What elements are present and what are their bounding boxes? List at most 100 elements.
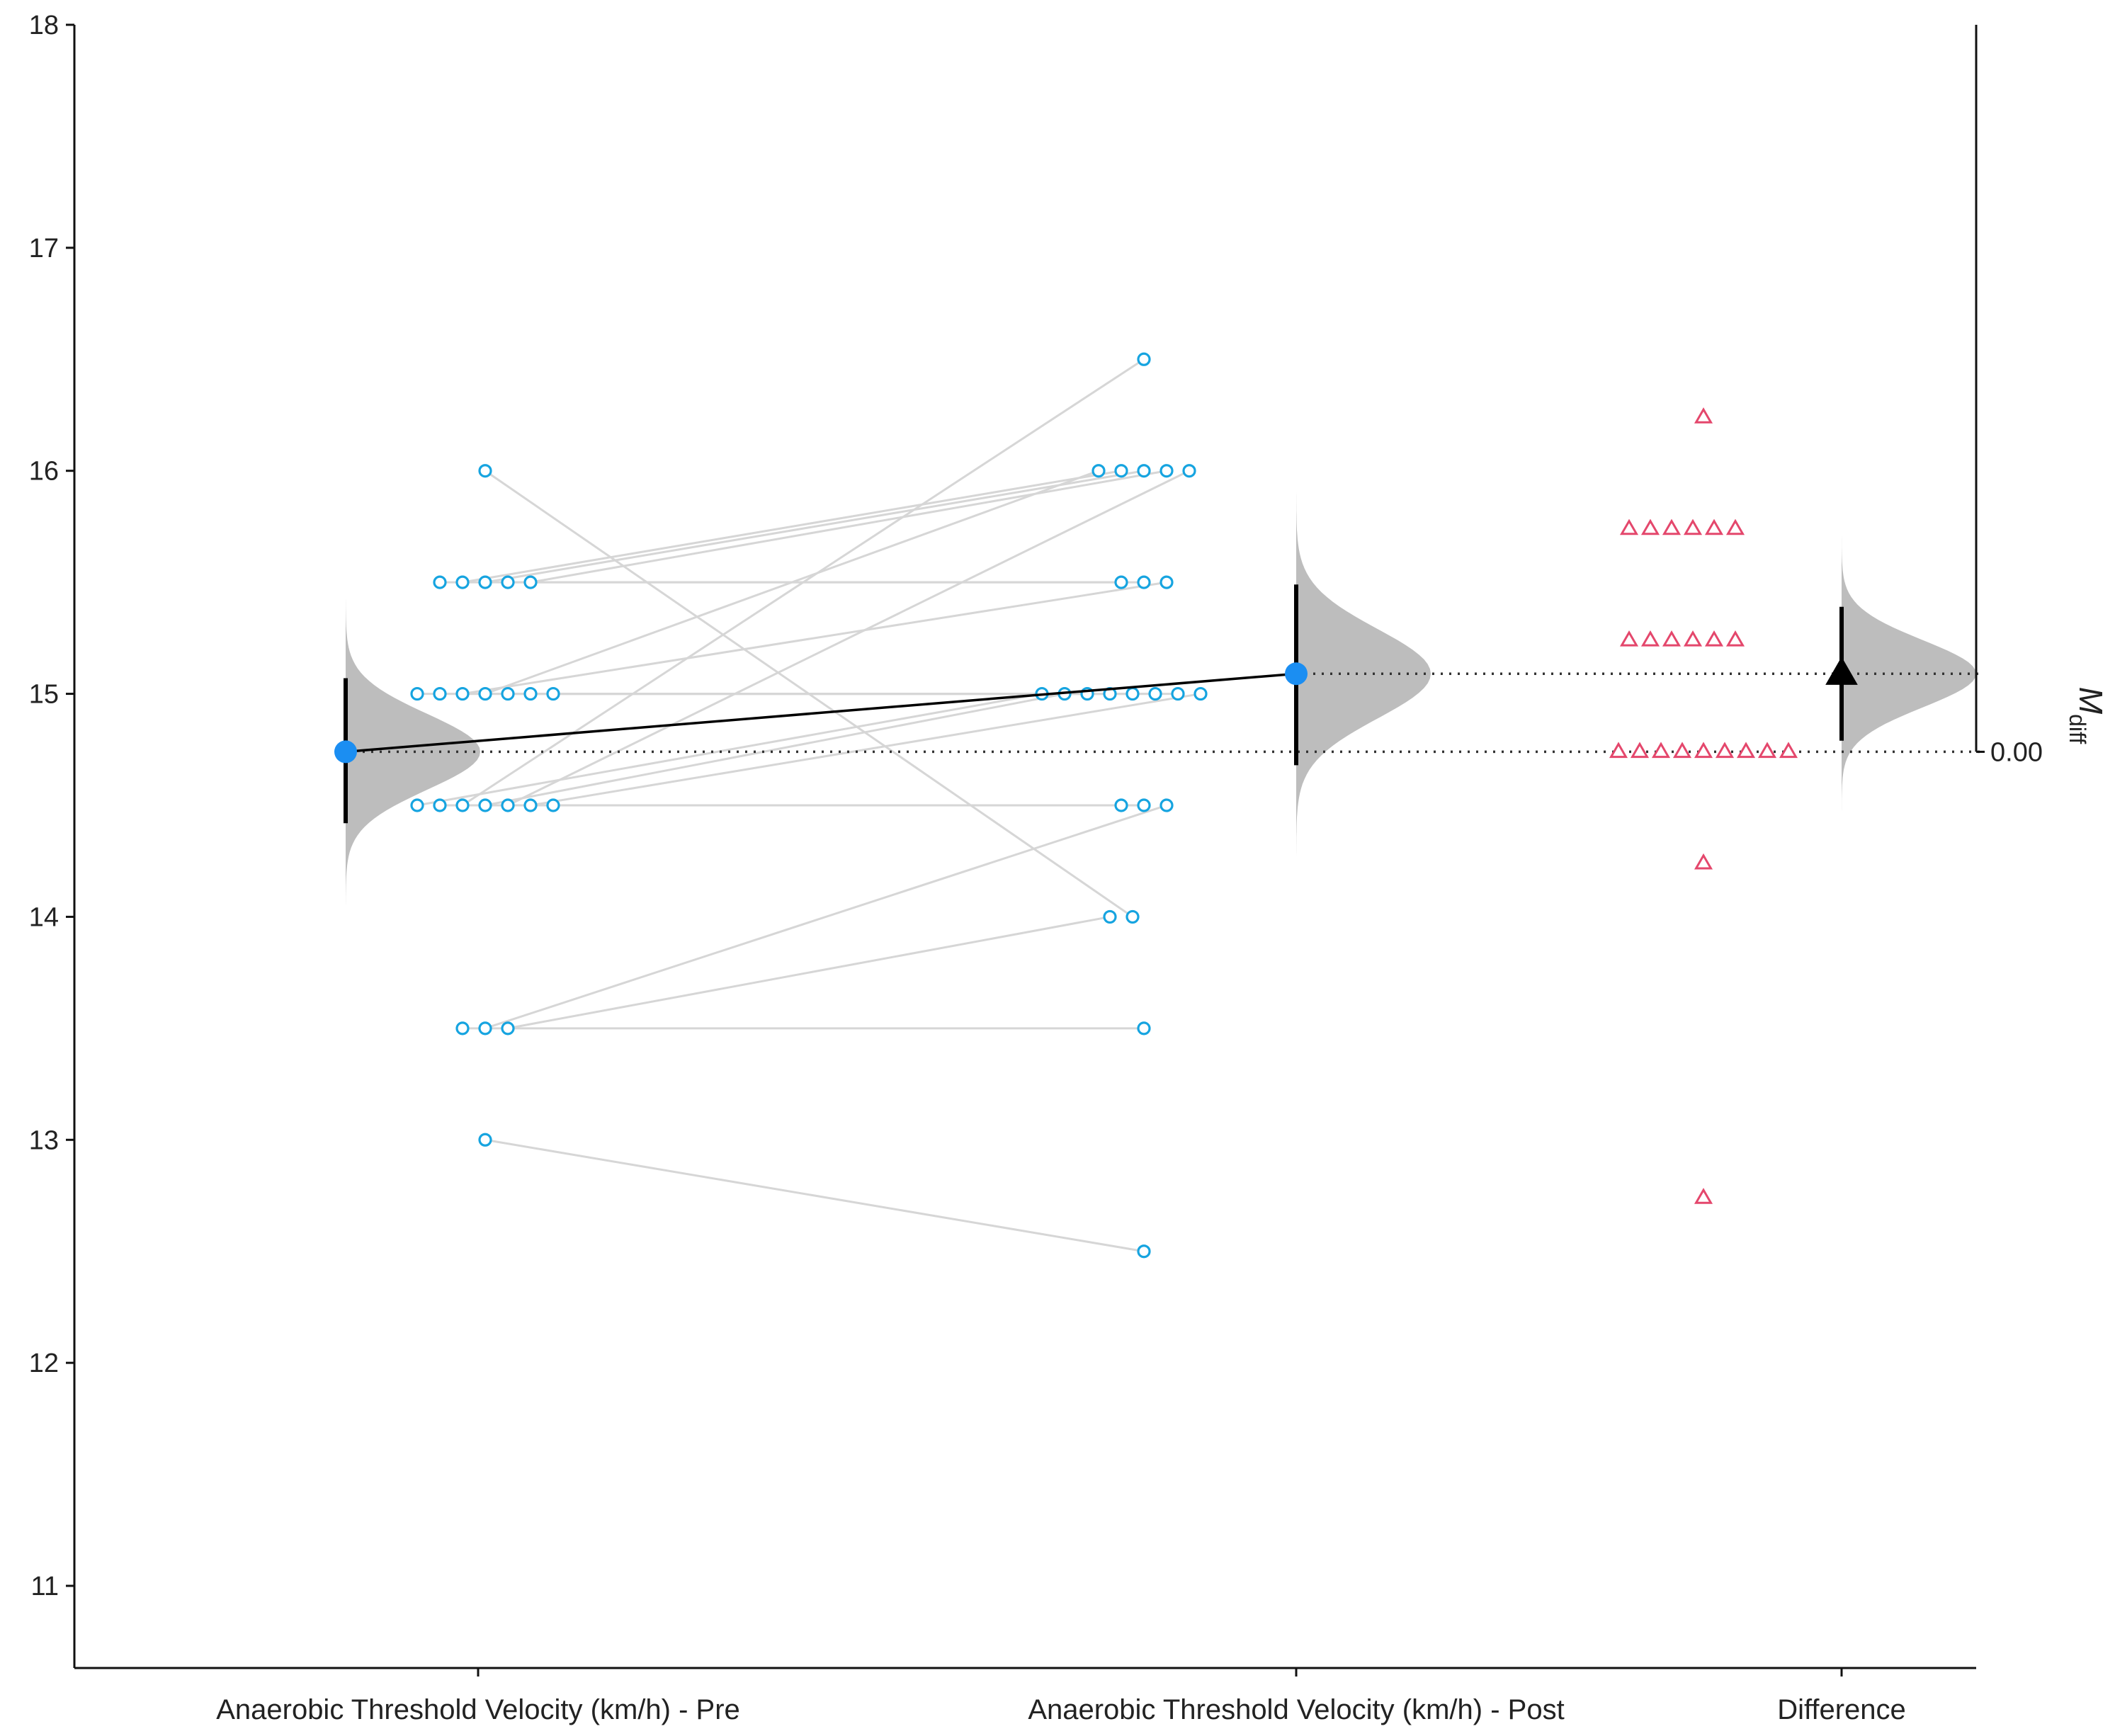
difference-point <box>1619 518 1639 535</box>
pair-line <box>462 581 1167 696</box>
difference-axis-label-main: M <box>2073 687 2109 715</box>
difference-point <box>1683 630 1703 647</box>
density-post <box>1296 482 1431 866</box>
post-observation-point <box>1171 686 1185 701</box>
pre-observation-point <box>433 798 447 812</box>
difference-zero-label: 0.00 <box>1990 737 2043 767</box>
pair-line <box>530 693 1201 807</box>
post-observation-point <box>1148 686 1162 701</box>
difference-point <box>1715 742 1735 759</box>
difference-point <box>1651 742 1671 759</box>
pre-observation-point <box>478 798 492 812</box>
difference-point <box>1619 630 1639 647</box>
post-observation-point <box>1159 575 1174 589</box>
difference-point <box>1704 630 1724 647</box>
mean-difference-marker <box>1825 657 1858 685</box>
difference-point <box>1672 742 1692 759</box>
y-tick-label: 11 <box>31 1572 59 1601</box>
post-observation-point <box>1159 464 1174 478</box>
reference-lines-layer <box>346 672 1983 754</box>
pair-line <box>507 915 1111 1030</box>
y-tick-label: 17 <box>29 234 59 263</box>
pre-observation-point <box>410 686 424 701</box>
pre-observation-point <box>546 686 560 701</box>
pair-line <box>462 470 1122 584</box>
post-observation-point <box>1125 909 1140 924</box>
post-observation-point <box>1193 686 1208 701</box>
x-category-label: Difference <box>1777 1694 1906 1725</box>
y-tick-label: 18 <box>29 11 59 40</box>
pre-observation-point <box>410 798 424 812</box>
post-observation-point <box>1137 798 1151 812</box>
difference-point <box>1725 630 1745 647</box>
pre-observation-point <box>501 686 515 701</box>
pre-observation-point <box>478 1133 492 1147</box>
pair-line <box>484 470 1145 584</box>
post-observation-point <box>1137 1021 1151 1036</box>
difference-points-layer <box>1609 407 1798 1204</box>
difference-point <box>1609 742 1628 759</box>
post-observation-point <box>1159 798 1174 812</box>
difference-point <box>1725 518 1745 535</box>
difference-point <box>1662 630 1682 647</box>
post-observation-point <box>1125 686 1140 701</box>
observation-points-layer <box>410 352 1208 1259</box>
post-observation-point <box>1114 575 1128 589</box>
pre-observation-point <box>478 464 492 478</box>
pre-observation-point <box>455 798 470 812</box>
post-observation-point <box>1137 352 1151 366</box>
pre-observation-point <box>523 686 538 701</box>
pre-observation-point <box>501 798 515 812</box>
pre-observation-point <box>455 575 470 589</box>
pair-line <box>507 470 1190 807</box>
mean-connecting-line <box>345 672 1297 754</box>
pre-observation-point <box>523 575 538 589</box>
y-tick-label: 12 <box>29 1349 59 1378</box>
y-tick-label: 13 <box>29 1125 59 1155</box>
difference-point <box>1683 518 1703 535</box>
density-pre <box>346 584 480 919</box>
pair-line <box>484 804 1167 1030</box>
post-observation-point <box>1091 464 1106 478</box>
difference-point <box>1694 853 1713 870</box>
x-category-label: Anaerobic Threshold Velocity (km/h) - Po… <box>1028 1694 1564 1725</box>
pre-observation-point <box>501 575 515 589</box>
pre-observation-point <box>478 1021 492 1036</box>
difference-point <box>1630 742 1650 759</box>
pre-observation-point <box>433 686 447 701</box>
post-observation-point <box>1137 464 1151 478</box>
pre-observation-point <box>523 798 538 812</box>
difference-point <box>1736 742 1756 759</box>
pair-line <box>484 470 1099 695</box>
difference-point <box>1640 630 1660 647</box>
post-observation-point <box>1103 909 1117 924</box>
pair-line <box>484 693 1065 807</box>
difference-axis-label: Mdiff <box>2065 687 2109 744</box>
mean-ci-layer <box>334 584 1858 824</box>
mean-marker-post <box>1285 662 1308 686</box>
y-tick-label: 14 <box>29 902 59 932</box>
x-category-label: Anaerobic Threshold Velocity (km/h) - Pr… <box>216 1694 740 1725</box>
post-observation-point <box>1137 1244 1151 1259</box>
pre-observation-point <box>501 1021 515 1036</box>
pair-line <box>416 693 1043 807</box>
pre-observation-point <box>478 686 492 701</box>
pair-line <box>484 1138 1145 1253</box>
difference-point <box>1779 742 1798 759</box>
mean-marker-pre <box>334 740 357 764</box>
pre-observation-point <box>455 1021 470 1036</box>
pre-observation-point <box>478 575 492 589</box>
difference-point <box>1662 518 1682 535</box>
difference-point <box>1694 1188 1713 1204</box>
difference-point <box>1757 742 1777 759</box>
y-tick-label: 16 <box>29 457 59 487</box>
pre-observation-point <box>546 798 560 812</box>
pre-observation-point <box>433 575 447 589</box>
difference-axis-label-subscript: diff <box>2065 714 2090 744</box>
difference-point <box>1694 407 1713 424</box>
pair-line <box>462 358 1145 807</box>
post-observation-point <box>1182 464 1196 478</box>
pre-observation-point <box>455 686 470 701</box>
